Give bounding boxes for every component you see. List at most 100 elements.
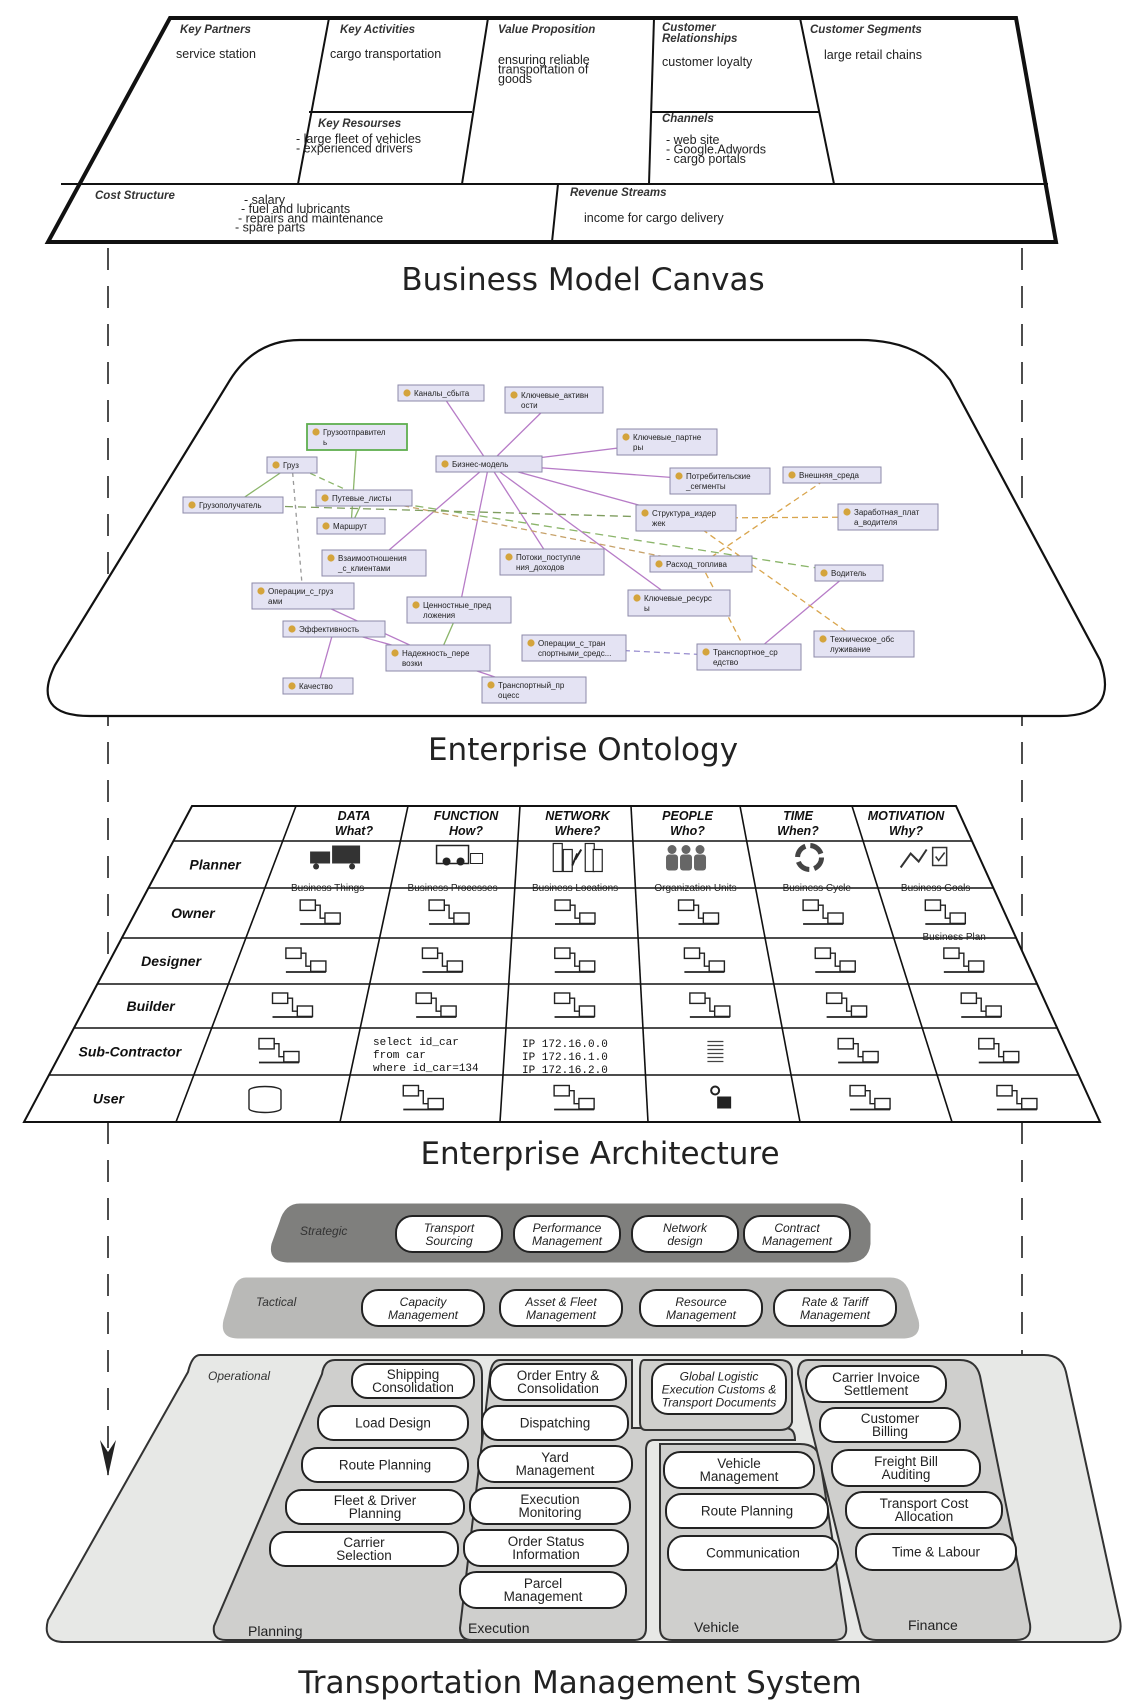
ontology-node-label: Грузоотправител — [323, 428, 386, 437]
bmc-channels-text: - web site — [666, 133, 720, 147]
strategic-item-label: Network — [663, 1221, 708, 1235]
spreadsheet-icon — [996, 1084, 1038, 1111]
planning-item: Load Design — [317, 1405, 469, 1441]
strategic-item-label: Transport — [424, 1221, 475, 1235]
ontology-edge — [700, 474, 833, 565]
ontology-node: Грузополучатель — [182, 496, 284, 514]
class-dot-icon — [527, 639, 535, 647]
ea-sql-text: from car — [373, 1050, 426, 1062]
ea-column-subtitle: What? — [335, 824, 374, 838]
bmc-customer-relationships-title: Relationships — [662, 33, 737, 45]
class-dot-icon — [820, 569, 828, 577]
strategic-item-label: Management — [532, 1234, 603, 1248]
bmc-revenue-streams-title: Revenue Streams — [570, 187, 667, 199]
bpmn-flow-icon — [978, 1037, 1020, 1064]
class-dot-icon — [288, 682, 296, 690]
planning-item-label: Planning — [349, 1506, 402, 1521]
execution-item: Order Entry &Consolidation — [489, 1363, 627, 1401]
caption-business-model-canvas: Business Model Canvas — [401, 262, 764, 298]
class-dot-icon — [843, 508, 851, 516]
ontology-node-label: Груз — [283, 461, 299, 470]
ontology-node-label: жек — [652, 519, 666, 528]
network-icon — [554, 899, 596, 925]
class-dot-icon — [655, 560, 663, 568]
bmc-cost-structure-text: - spare parts — [235, 221, 305, 235]
ea-planner-caption: Business Cycle — [783, 883, 852, 894]
ontology-node: Груз — [266, 456, 318, 474]
computers-link-icon — [553, 992, 596, 1018]
class-dot-icon — [487, 681, 495, 689]
ontology-node-label: спортными_средс... — [538, 649, 611, 658]
ea-column-subtitle: How? — [449, 824, 483, 838]
ea-business-plan-caption: Business Plan — [923, 932, 986, 943]
form-icon — [683, 947, 726, 973]
ea-planner-caption: Business Goals — [901, 883, 970, 894]
ea-column-subtitle: Where? — [555, 824, 601, 838]
tactical-item-label: Asset & Fleet — [524, 1295, 597, 1309]
ea-column-subtitle: Why? — [889, 824, 923, 838]
bmc-cost-structure-title: Cost Structure — [95, 190, 175, 202]
ontology-edge — [363, 497, 702, 565]
ontology-node-label: Потоки_поступле — [516, 553, 581, 562]
finance-item-label: Time & Labour — [892, 1545, 981, 1560]
ontology-node-label: Ключевые_активн — [521, 391, 589, 400]
class-dot-icon — [641, 509, 649, 517]
finance-item-label: Customer — [861, 1411, 920, 1426]
class-dot-icon — [819, 635, 827, 643]
ontology-node-label: Потребительские — [686, 472, 751, 481]
workflow-icon — [421, 947, 464, 973]
transportation-management-system: StrategicTacticalOperationalTransportSou… — [45, 1203, 1122, 1643]
ontology-edge — [232, 504, 687, 519]
ontology-node: Бизнес-модель — [435, 455, 543, 473]
ontology-node-label: Транспортный_пр — [498, 681, 565, 690]
ontology-node-label: ости — [521, 401, 538, 410]
class-dot-icon — [412, 601, 420, 609]
ea-sql-text: where id_car=134 — [373, 1063, 479, 1075]
execution-item-label: Order Status — [508, 1534, 585, 1549]
ontology-node-label: Эффективность — [299, 625, 359, 634]
ontology-edge — [440, 392, 490, 465]
ontology-edge — [317, 628, 335, 687]
ontology-node-label: луживание — [830, 645, 871, 654]
ontology-node-label: ния_доходов — [516, 563, 564, 572]
ea-planner-caption: Business Things — [291, 883, 364, 894]
ontology-node-label: оцесс — [498, 691, 519, 700]
class-dot-icon — [321, 494, 329, 502]
ontology-node-label: возки — [402, 659, 422, 668]
ontology-node-label: ложения — [423, 611, 455, 620]
bmc-value-proposition-title: Value Proposition — [498, 24, 595, 36]
ontology-node-label: Каналы_сбыта — [414, 389, 470, 398]
process-flow-icon — [428, 899, 470, 925]
global-logistic-item-label: Execution Customs & — [662, 1383, 777, 1397]
class-dot-icon — [633, 594, 641, 602]
finance-item-label: Auditing — [882, 1467, 931, 1482]
planning-item-label: Fleet & Driver — [334, 1493, 417, 1508]
vehicle-item: Communication — [667, 1535, 839, 1571]
document-icon — [924, 899, 967, 925]
ontology-node: Маршрут — [316, 517, 386, 535]
people-icon — [666, 845, 707, 871]
ea-column-subtitle: Who? — [670, 824, 705, 838]
class-dot-icon — [322, 522, 330, 530]
tactical-item-label: Resource — [675, 1295, 727, 1309]
bmc-key-activities-title: Key Activities — [340, 24, 415, 36]
finance-item-label: Freight Bill — [874, 1454, 938, 1469]
ea-planner-caption: Business Processes — [408, 883, 498, 894]
ea-row-label: Owner — [171, 905, 216, 921]
ontology-node-label: Ключевые_партне — [633, 433, 702, 442]
planning-item-label: Route Planning — [339, 1458, 431, 1473]
enterprise-architecture-grid: DATAWhat?FUNCTIONHow?NETWORKWhere?PEOPLE… — [22, 805, 1102, 1123]
bmc-cost-structure-text: - repairs and maintenance — [238, 211, 383, 225]
table-doc-icon — [943, 947, 985, 973]
planning-item-label: Load Design — [355, 1416, 431, 1431]
